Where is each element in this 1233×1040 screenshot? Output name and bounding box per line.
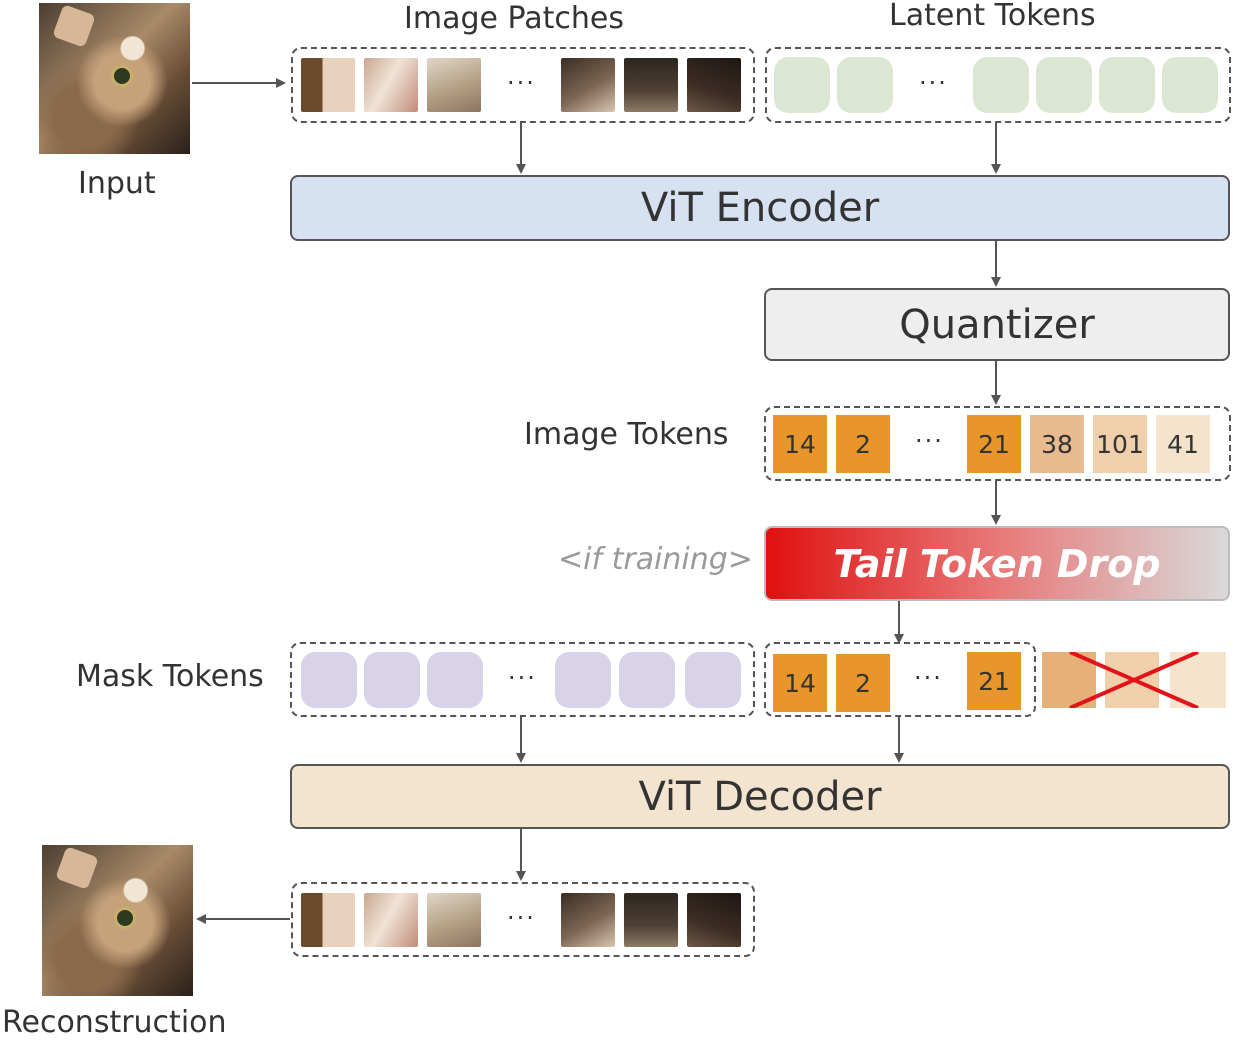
kept-token: 2 [836, 654, 890, 712]
mask-token [555, 652, 611, 708]
if-training-label: <if training> [558, 542, 753, 577]
kept-token: 21 [967, 652, 1021, 710]
patch-tile [427, 58, 481, 112]
output-patch-tile [687, 893, 741, 947]
kept-tokens-group: 14 2 ··· 21 [764, 642, 1036, 717]
cat-ear-icon [52, 4, 96, 48]
output-patch-tile [624, 893, 678, 947]
latent-ellipsis: ··· [919, 69, 948, 97]
image-token: 101 [1093, 415, 1147, 473]
latent-token [1162, 57, 1218, 113]
mask-token [619, 652, 675, 708]
image-tokens-group: 14 2 ··· 21 38 101 41 [764, 406, 1231, 481]
patch-tile [687, 58, 741, 112]
cat-eye-icon [114, 907, 136, 929]
latent-token [774, 57, 830, 113]
mask-token [427, 652, 483, 708]
drop-cross-icon [1069, 652, 1199, 708]
kept-ellipsis: ··· [914, 664, 943, 692]
latent-token [973, 57, 1029, 113]
mask-token [301, 652, 357, 708]
output-ellipsis: ··· [507, 904, 536, 932]
output-patch-tile [427, 893, 481, 947]
dropped-tokens-group [1040, 652, 1228, 708]
image-patches-group: ··· [291, 47, 755, 123]
reconstruction-label: Reconstruction [2, 1005, 227, 1040]
output-patches-group: ··· [291, 882, 755, 957]
patch-tile [301, 58, 355, 112]
vit-encoder-block: ViT Encoder [290, 175, 1230, 241]
patches-ellipsis: ··· [507, 69, 536, 97]
image-token: 21 [967, 415, 1021, 473]
output-patch-tile [364, 893, 418, 947]
image-token: 2 [836, 415, 890, 473]
patch-tile [364, 58, 418, 112]
reconstruction-image [42, 845, 193, 996]
output-patch-tile [301, 893, 355, 947]
image-token: 41 [1156, 415, 1210, 473]
latent-tokens-label: Latent Tokens [889, 0, 1096, 33]
mask-ellipsis: ··· [508, 664, 537, 692]
latent-tokens-group: ··· [765, 47, 1231, 123]
latent-token [837, 57, 893, 113]
kept-token: 14 [773, 654, 827, 712]
latent-token [1036, 57, 1092, 113]
cat-ear-icon [55, 846, 99, 890]
input-image [39, 3, 190, 154]
image-tokens-ellipsis: ··· [915, 427, 944, 455]
cat-eye-icon [111, 65, 133, 87]
output-patch-tile [561, 893, 615, 947]
mask-token [364, 652, 420, 708]
quantizer-block: Quantizer [764, 288, 1230, 361]
patch-tile [624, 58, 678, 112]
mask-tokens-group: ··· [290, 642, 755, 717]
patch-tile [561, 58, 615, 112]
image-token: 14 [773, 415, 827, 473]
vit-decoder-block: ViT Decoder [290, 764, 1230, 829]
mask-token [685, 652, 741, 708]
image-token: 38 [1030, 415, 1084, 473]
latent-token [1099, 57, 1155, 113]
mask-tokens-label: Mask Tokens [76, 659, 264, 694]
tail-token-drop-block: Tail Token Drop [764, 526, 1230, 601]
image-tokens-label: Image Tokens [524, 417, 729, 452]
image-patches-label: Image Patches [404, 1, 624, 36]
input-label: Input [78, 166, 156, 201]
